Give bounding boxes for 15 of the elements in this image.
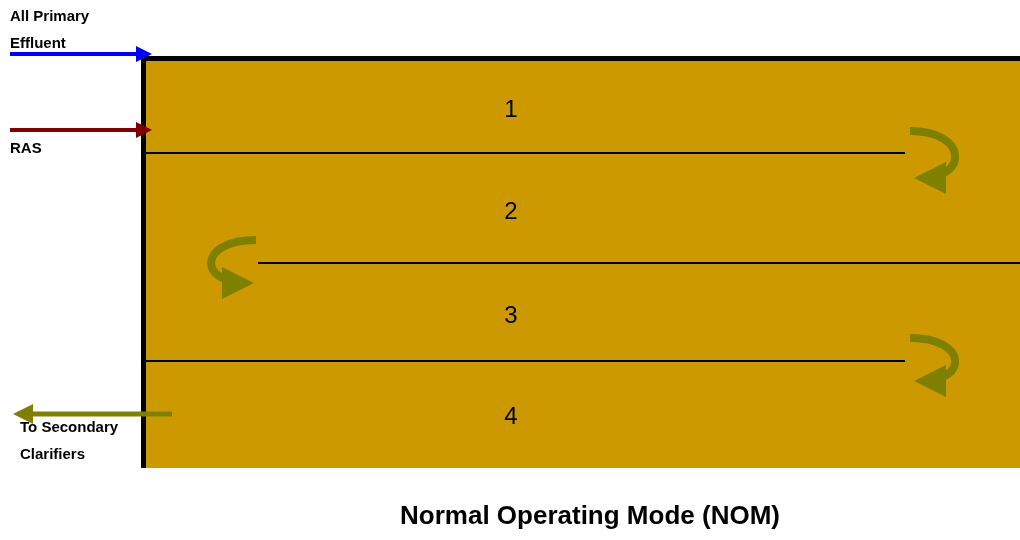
u-turn-arrow bbox=[909, 334, 959, 396]
diagram-caption: Normal Operating Mode (NOM) bbox=[399, 500, 781, 531]
flow-label: To Secondary Clarifiers bbox=[20, 413, 140, 467]
pass-number: 2 bbox=[504, 197, 518, 225]
pass-number: 4 bbox=[504, 402, 518, 430]
u-turn-arrow bbox=[909, 127, 959, 192]
pass-number: 1 bbox=[504, 94, 518, 123]
flow-arrow bbox=[13, 404, 172, 424]
basin-tank bbox=[141, 56, 1020, 468]
pass-number: 3 bbox=[504, 301, 518, 329]
flow-arrow bbox=[10, 46, 152, 62]
u-turn-arrow bbox=[207, 236, 257, 298]
flow-arrow bbox=[10, 122, 152, 138]
flow-label: RAS bbox=[10, 128, 70, 168]
flow-label: All Primary Effluent bbox=[10, 2, 90, 56]
